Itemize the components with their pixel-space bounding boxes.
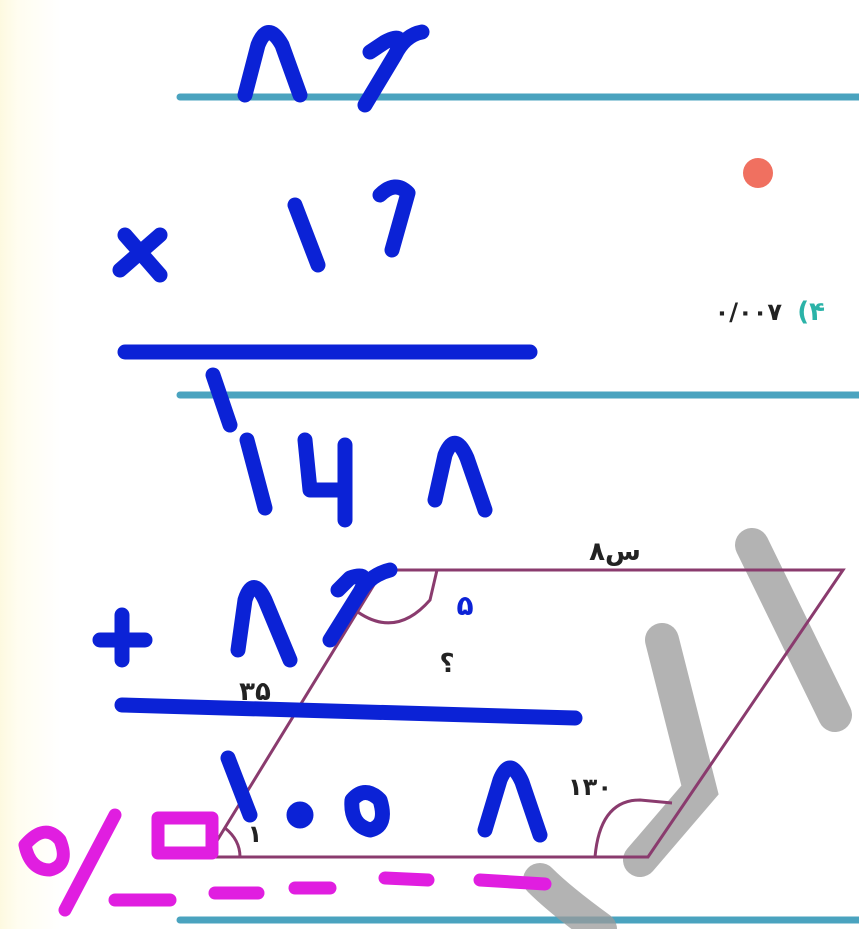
hw-digit-2-top	[357, 24, 430, 113]
hw-digit-1-partial	[239, 432, 273, 516]
hw-separator-2	[114, 697, 583, 726]
handwriting-blue	[92, 24, 583, 843]
hw-final-digit-5	[18, 825, 70, 877]
hw-multiply-sign	[112, 227, 168, 283]
figure-top-label: ۸س	[589, 537, 641, 567]
hw-plus-sign	[92, 607, 153, 668]
choice-number: (۴	[797, 297, 825, 327]
hw-digit-1-result	[220, 750, 258, 823]
hw-digit-8-second	[230, 580, 298, 668]
angle-arc-top-left	[354, 569, 439, 625]
hw-digit-2-mult	[372, 179, 416, 258]
hw-final-dash-4	[378, 871, 435, 887]
hw-carry-mark	[205, 367, 238, 433]
angle-arc-bottom-right	[593, 798, 673, 858]
angle-arc-bottom-left	[224, 826, 242, 858]
bullet-dot	[743, 158, 773, 188]
watermark	[523, 528, 852, 929]
hw-digit-8-result	[477, 760, 548, 843]
choice-value: ۰/۰۰۷	[715, 298, 783, 326]
hw-final-box	[151, 811, 219, 860]
handwriting-magenta	[18, 808, 552, 917]
hw-digit-1-mult	[287, 197, 326, 273]
figure-top-left-angle: ۵	[456, 589, 473, 622]
hw-digit-2-second	[322, 562, 398, 648]
hw-digit-8-top	[237, 25, 308, 103]
parallelogram	[204, 568, 846, 859]
hw-digit-0-result	[286, 801, 314, 829]
parallelogram-figure	[204, 568, 846, 859]
figure-question-mark: ؟	[439, 649, 454, 679]
hw-final-dash-5	[473, 873, 552, 891]
figure-right-angle-label: ۱۳۰	[568, 773, 612, 801]
figure-bottom-left-angle: ۱	[248, 820, 263, 848]
watermark-stroke-2	[623, 623, 719, 877]
hw-final-slash	[58, 808, 122, 917]
hw-digit-8-partial	[427, 435, 493, 518]
hw-digit-5-result	[344, 785, 390, 838]
watermark-stroke-1	[735, 528, 852, 732]
hw-digit-6-partial	[297, 432, 353, 528]
